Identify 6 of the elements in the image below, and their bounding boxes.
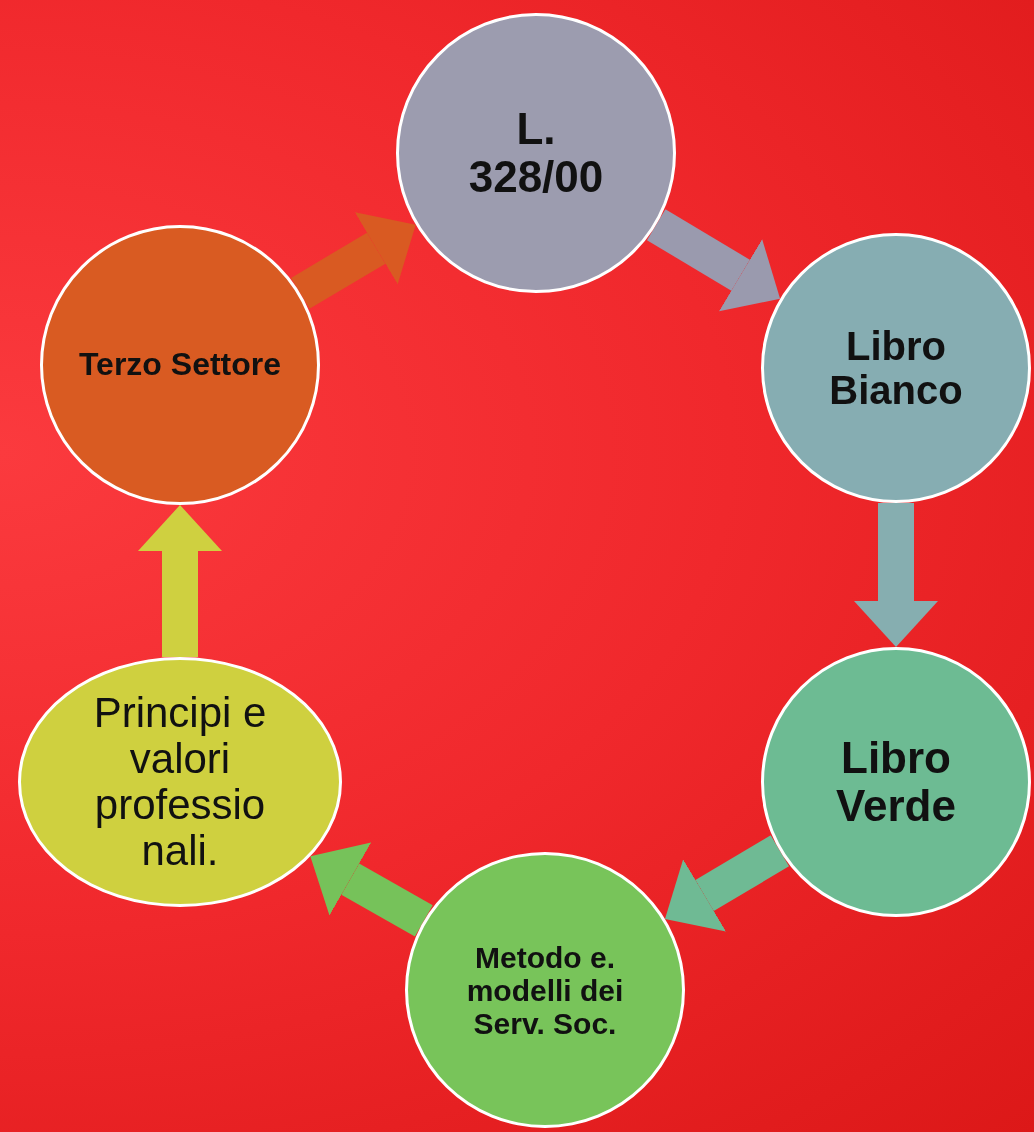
node-label: Libro Verde [835, 733, 957, 831]
node-label: Metodo e. modelli dei Serv. Soc. [465, 940, 625, 1040]
node-label: Terzo Settore [77, 347, 283, 383]
node-label: Principi e valori professio nali. [92, 689, 268, 875]
node-label: L. 328/00 [467, 104, 605, 202]
node-label: Libro Bianco [828, 324, 964, 412]
